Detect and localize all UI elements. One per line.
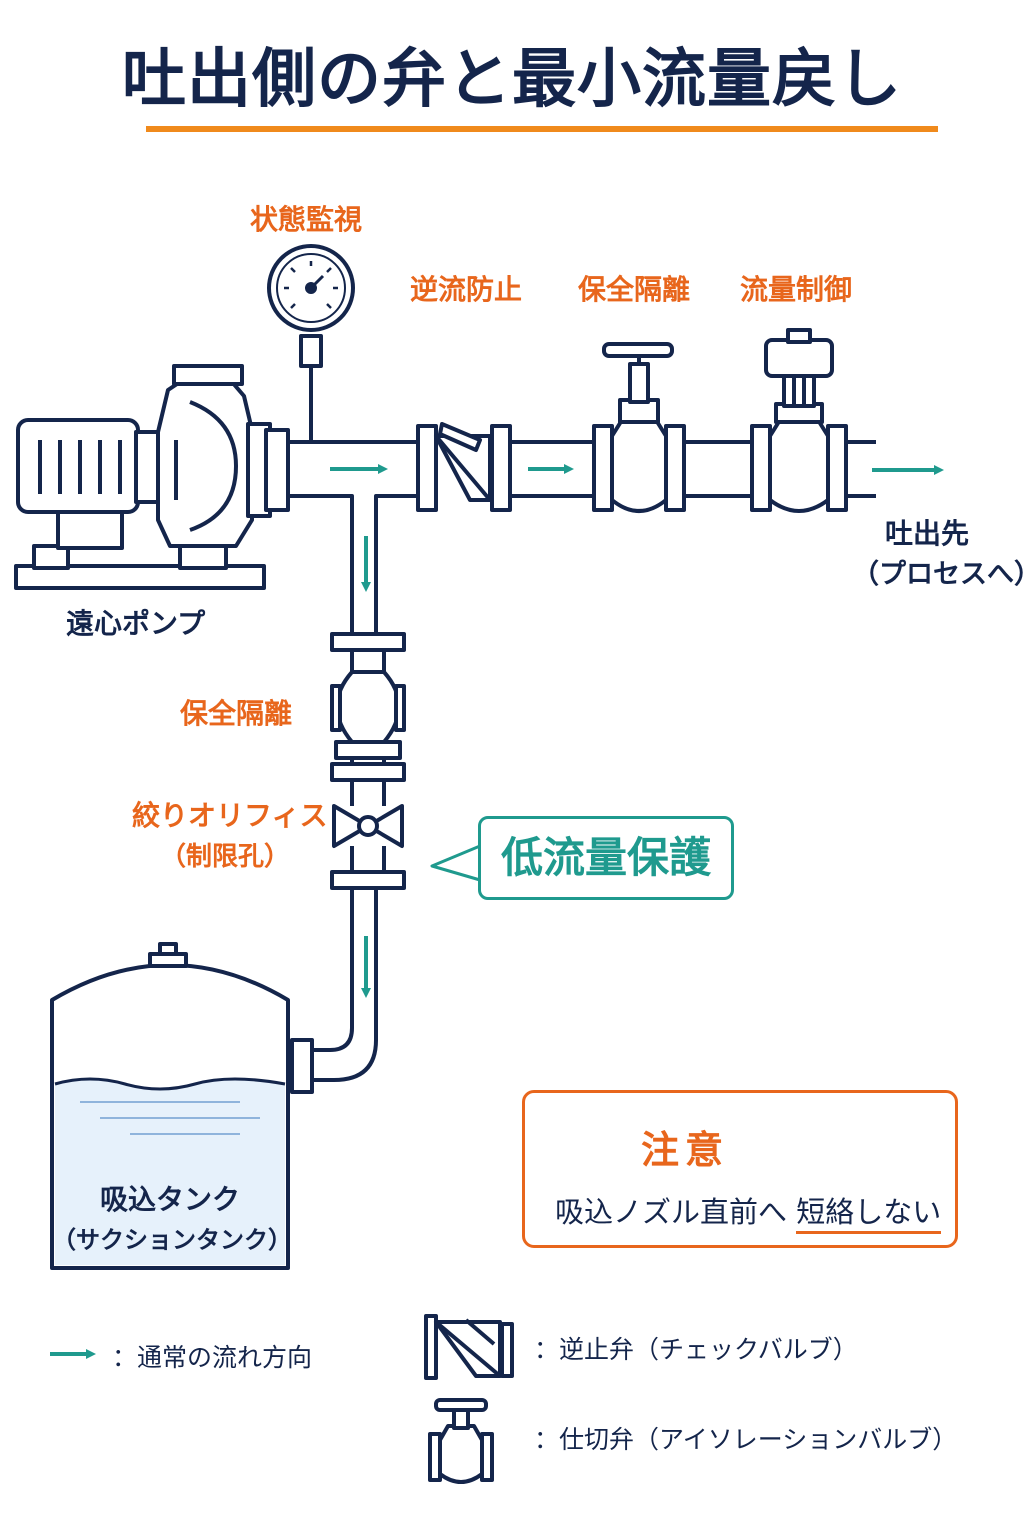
page-title: 吐出側の弁と最小流量戻し [122, 43, 902, 117]
legend-check-valve-icon [424, 1314, 514, 1380]
water-lines [80, 1101, 260, 1135]
label-pump: 遠心ポンプ [66, 607, 206, 640]
suction-tank [50, 942, 314, 1270]
label-tank: 吸込タンク [99, 1183, 240, 1216]
label-discharge-dest: 吐出先 [884, 517, 969, 550]
legend-flow-label: ：通常の流れ方向 [112, 1343, 313, 1372]
title-underline [146, 126, 938, 132]
control-valve-icon [750, 328, 848, 513]
callout-pointer [430, 844, 481, 882]
low-flow-protection-callout: 低流量保護 [478, 816, 734, 900]
legend-check-valve-label: ：逆止弁（チェックバルブ） [534, 1335, 858, 1364]
legend-gate-valve-icon [428, 1398, 494, 1484]
pressure-gauge-icon [267, 244, 355, 440]
check-valve-icon [416, 422, 512, 512]
legend-gate-valve-label: ：仕切弁（アイソレーションバルブ） [534, 1425, 958, 1454]
gate-valve-icon [592, 342, 686, 513]
discharge-pipe [288, 440, 876, 640]
label-tank-sub: （サクションタンク） [52, 1226, 292, 1254]
caution-text: 吸込ノズル直前へ 短絡しない [555, 1189, 942, 1234]
centrifugal-pump [14, 364, 290, 590]
caution-text-emphasis: 短絡しない [796, 1195, 942, 1234]
label-isolation-main: 保全隔離 [578, 273, 691, 306]
caution-title: 注意 [641, 1128, 730, 1172]
caution-text-main: 吸込ノズル直前へ [555, 1195, 788, 1229]
label-isolation-bypass: 保全隔離 [180, 697, 293, 730]
flow-arrows [330, 464, 944, 998]
caution-box: 注意 吸込ノズル直前へ 短絡しない [522, 1090, 958, 1248]
label-orifice: 絞りオリフィス [132, 799, 328, 832]
bypass-line [314, 632, 406, 1082]
label-flow-control: 流量制御 [740, 273, 853, 306]
label-backflow-prevention: 逆流防止 [410, 273, 523, 306]
label-orifice-sub: （制限孔） [160, 842, 291, 872]
label-monitoring: 状態監視 [250, 203, 363, 236]
label-discharge-dest-sub: （プロセスへ） [852, 559, 1024, 590]
